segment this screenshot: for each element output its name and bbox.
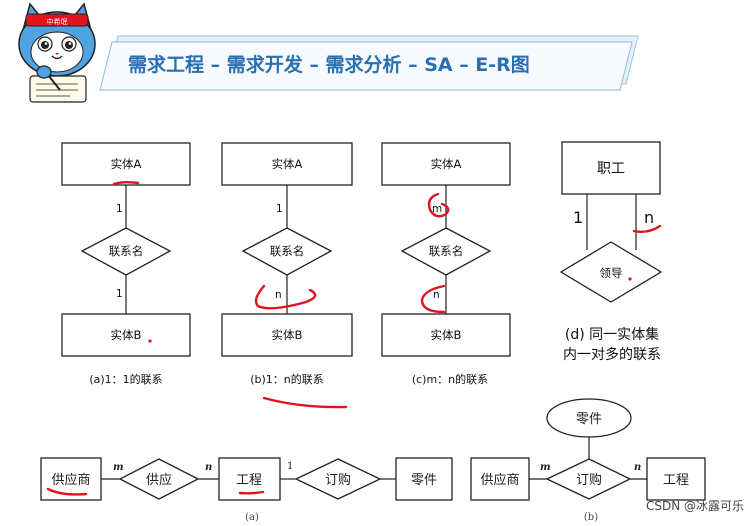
entity-supplier-box xyxy=(40,457,102,501)
er-diagram-recursive: 职工 领导 1 n (d) 同一实体集 内一对多的联系 xyxy=(559,141,663,363)
annotation-circle-c-bottom xyxy=(420,284,446,314)
relationship-b-diamond xyxy=(241,227,333,276)
entity-part-label: 零件 xyxy=(411,473,437,488)
caption-bottom-b: (b) xyxy=(584,512,598,523)
relationship-a-diamond xyxy=(80,227,172,276)
entity-part-ellipse xyxy=(546,398,632,438)
entity-b-label: 实体B xyxy=(431,328,462,342)
entity-b-box xyxy=(221,313,353,357)
caption-b: (b)1：n的联系 xyxy=(250,372,324,386)
entity-project-label: 工程 xyxy=(663,473,689,488)
entity-supplier-label: 供应商 xyxy=(480,472,519,488)
cardinality-c-top: m xyxy=(432,203,442,215)
entity-b-label: 实体B xyxy=(111,328,142,342)
relationship-order-diamond xyxy=(545,458,632,500)
annotation-dot-a xyxy=(148,339,152,343)
mascot-headband-text: 中希氓 xyxy=(47,17,68,26)
cardinality-supply-n: n xyxy=(205,462,212,473)
entity-part-label: 零件 xyxy=(576,412,602,427)
header-banner: 需求工程 – 需求开发 – 需求分析 – SA – E-R图 xyxy=(99,35,639,91)
caption-bottom-a: (a) xyxy=(245,512,259,523)
entity-part-box xyxy=(395,457,453,501)
cardinality-order-n: n xyxy=(634,462,641,473)
banner-front xyxy=(99,41,633,91)
cardinality-a-top: 1 xyxy=(116,203,123,215)
entity-a-box xyxy=(61,142,191,186)
annotation-underline-project xyxy=(238,490,265,495)
annotation-dot-d xyxy=(628,277,632,281)
caption-a: (a)1：1的联系 xyxy=(89,372,162,386)
relationship-lead-label: 领导 xyxy=(600,266,623,280)
cardinality-order-1: 1 xyxy=(287,461,293,472)
entity-supplier-box xyxy=(470,457,530,501)
watermark-text: CSDN @冰露可乐 xyxy=(646,499,744,513)
relationship-order-label: 订购 xyxy=(325,472,351,488)
cardinality-b-top: 1 xyxy=(276,203,283,215)
relationship-c-diamond xyxy=(400,227,492,276)
entity-project-label: 工程 xyxy=(236,473,262,488)
relationship-order-label: 订购 xyxy=(576,472,602,488)
supply-chain-diagram-a: 供应商 供应 工程 订购 零件 m n 1 (a) xyxy=(40,457,453,523)
entity-b-box xyxy=(61,313,191,357)
cardinality-c-bottom: n xyxy=(433,289,440,301)
annotation-underline-supplier xyxy=(46,487,88,496)
caption-c: (c)m：n的联系 xyxy=(412,372,488,386)
relationship-c-label: 联系名 xyxy=(429,244,464,258)
cardinality-d-right: n xyxy=(644,208,654,227)
entity-employee-box xyxy=(561,141,661,195)
er-diagram-1-to-n: 实体A 联系名 实体B 1 n (b)1：n的联系 xyxy=(221,142,353,409)
cardinality-a-bottom: 1 xyxy=(116,288,123,300)
cardinality-order-m: m xyxy=(540,462,551,473)
supply-chain-diagram-b: 零件 供应商 订购 工程 m n (b) xyxy=(470,398,706,523)
entity-a-box xyxy=(221,142,353,186)
entity-a-label: 实体A xyxy=(272,157,303,171)
cardinality-supply-m: m xyxy=(113,462,124,473)
cardinality-b-bottom: n xyxy=(275,289,282,301)
entity-supplier-label: 供应商 xyxy=(51,472,90,488)
annotation-circle-b xyxy=(254,284,317,310)
mascot-cat-icon: 中希氓 xyxy=(18,2,96,103)
entity-b-label: 实体B xyxy=(272,328,303,342)
entity-a-box xyxy=(381,142,511,186)
annotation-underline-a xyxy=(112,181,140,186)
caption-d-line2: 内一对多的联系 xyxy=(563,346,661,363)
er-diagram-1-to-1: 实体A 联系名 实体B 1 1 (a)1：1的联系 xyxy=(61,142,191,386)
annotation-underline-d xyxy=(632,224,662,234)
entity-project-box xyxy=(646,457,706,501)
caption-d-line1: (d) 同一实体集 xyxy=(565,326,659,343)
relationship-a-label: 联系名 xyxy=(109,244,144,258)
page-title: 需求工程 – 需求开发 – 需求分析 – SA – E-R图 xyxy=(128,53,530,76)
relationship-supply-label: 供应 xyxy=(146,472,172,488)
entity-b-box xyxy=(381,313,511,357)
annotation-circle-c-top xyxy=(427,192,450,218)
relationship-b-label: 联系名 xyxy=(270,244,305,258)
cardinality-d-left: 1 xyxy=(573,208,583,227)
relationship-supply-diamond xyxy=(118,458,200,500)
entity-a-label: 实体A xyxy=(111,157,142,171)
relationship-order-diamond xyxy=(294,458,382,500)
entity-a-label: 实体A xyxy=(431,157,462,171)
er-diagram-m-to-n: 实体A 联系名 实体B m n (c)m：n的联系 xyxy=(381,142,511,386)
entity-employee-label: 职工 xyxy=(597,161,625,177)
annotation-underline-b xyxy=(262,396,348,409)
relationship-lead-diamond xyxy=(559,241,663,303)
